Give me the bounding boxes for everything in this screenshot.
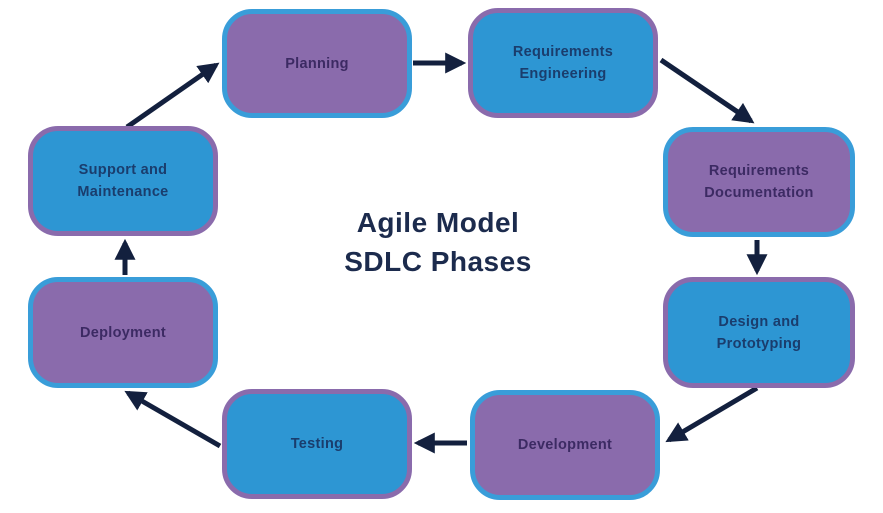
phase-box-design-and-prototyping: Design and Prototyping	[663, 277, 855, 388]
phase-label-support-and-maintenance: Support and Maintenance	[77, 162, 169, 200]
phase-label-requirements-documentation: Requirements Documentation	[704, 163, 814, 201]
phase-label-deployment: Deployment	[80, 324, 166, 341]
arrow-requirements-engineering-to-requirements-documentation	[659, 57, 755, 124]
phase-label-planning: Planning	[285, 55, 349, 72]
diagram-title-line1: Agile Model	[356, 207, 520, 238]
phase-box-planning: Planning	[222, 9, 412, 118]
phase-label-requirements-engineering: Requirements Engineering	[512, 44, 614, 82]
arrow-design-and-prototyping-to-development	[665, 385, 759, 443]
phase-box-requirements-engineering: Requirements Engineering	[468, 8, 658, 118]
diagram-title: Agile Model SDLC Phases	[308, 203, 568, 281]
arrow-testing-to-deployment	[124, 390, 222, 449]
arrow-support-and-maintenance-to-planning	[125, 62, 220, 130]
phase-label-testing: Testing	[290, 436, 344, 452]
phase-box-support-and-maintenance: Support and Maintenance	[28, 126, 218, 236]
phase-label-design-and-prototyping: Design and Prototyping	[716, 313, 802, 352]
phase-box-testing: Testing	[222, 389, 412, 499]
phase-label-development: Development	[517, 437, 613, 453]
diagram-title-line2: SDLC Phases	[344, 246, 532, 277]
phase-box-deployment: Deployment	[28, 277, 218, 388]
phase-box-development: Development	[470, 390, 660, 500]
phase-box-requirements-documentation: Requirements Documentation	[663, 127, 855, 237]
